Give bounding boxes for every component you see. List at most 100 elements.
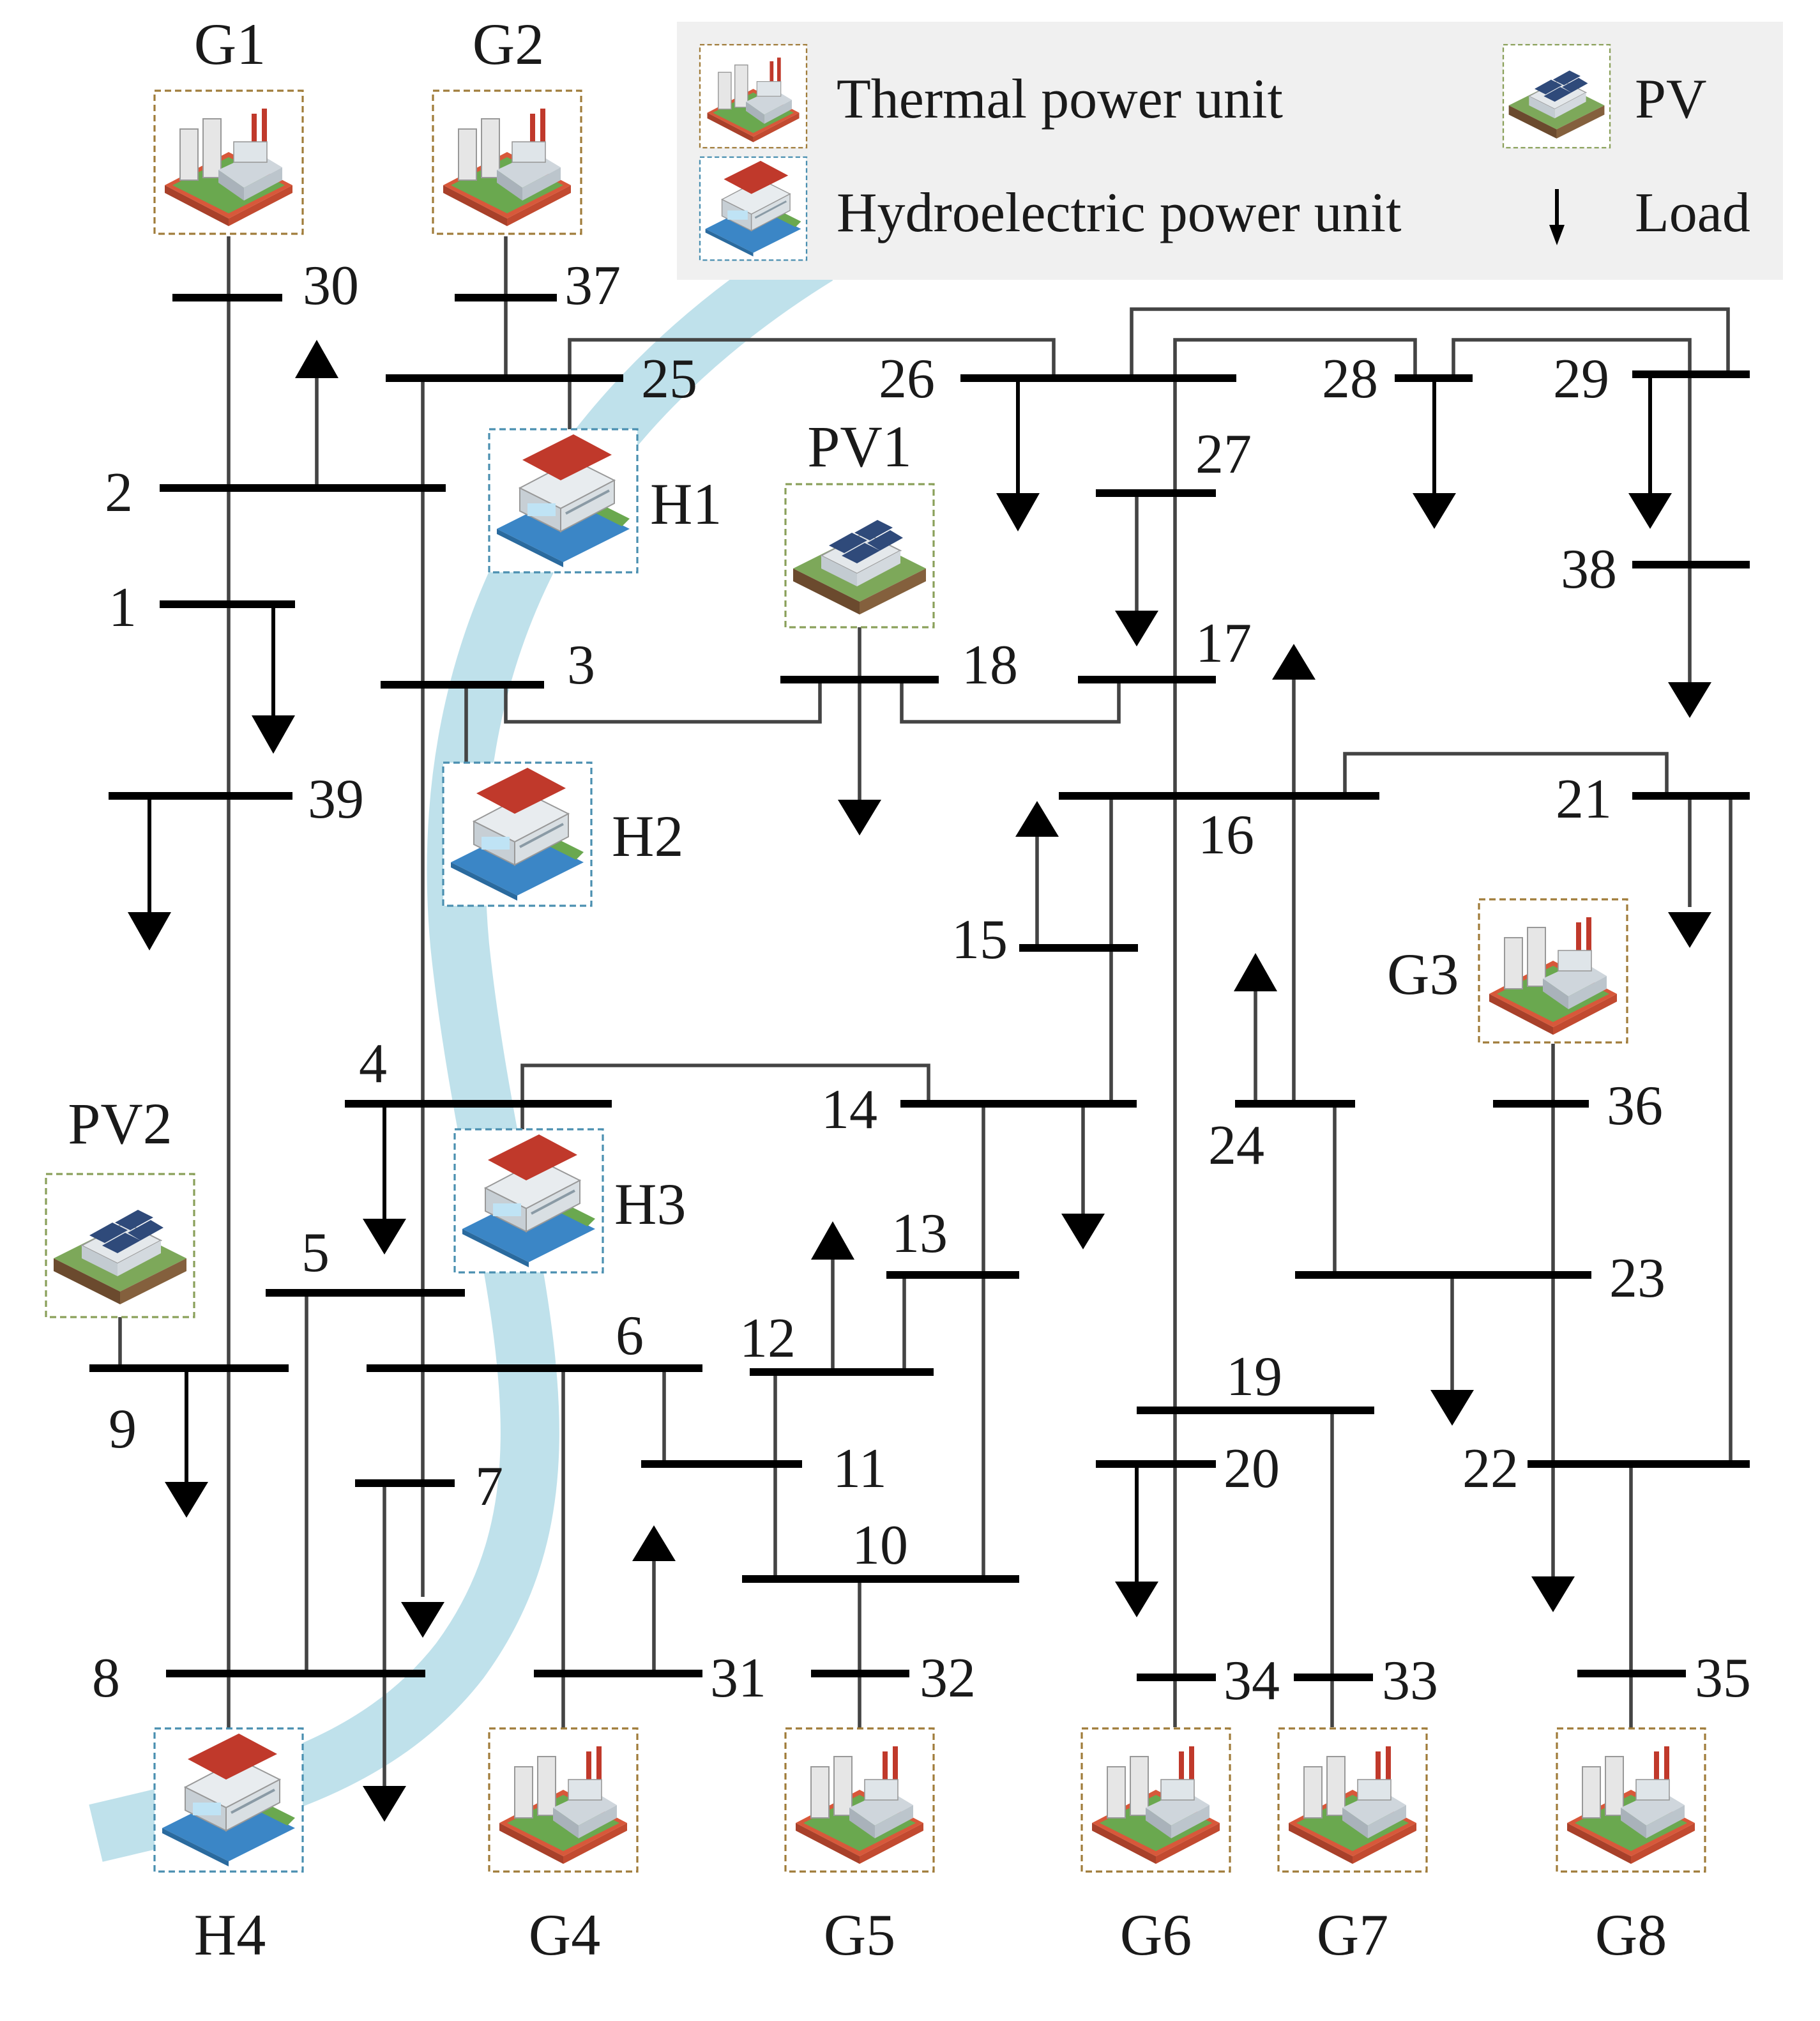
bus-label-11: 11	[833, 1438, 887, 1500]
unit-label-h3: H3	[614, 1171, 686, 1237]
bus-label-13: 13	[891, 1203, 948, 1265]
buses	[89, 294, 1750, 1681]
bus-label-16: 16	[1198, 804, 1254, 866]
thermal-plant-icon	[699, 43, 808, 149]
hydro-plant-icon	[488, 428, 639, 574]
legend-pv-label: PV	[1635, 68, 1707, 130]
bus-label-33: 33	[1382, 1650, 1438, 1712]
load-arrow-icon	[1015, 801, 1059, 837]
bus-label-26: 26	[879, 348, 935, 410]
load-arrow-icon	[1628, 374, 1672, 529]
unit-label-g6: G6	[1120, 1902, 1192, 1967]
bus-label-32: 32	[920, 1647, 976, 1709]
unit-labels: G1 G2 H1 PV1 H2 G3 H3 PV2 H4 G4 G5 G6 G7…	[68, 11, 1667, 1967]
unit-label-g7: G7	[1317, 1902, 1388, 1967]
bus-label-27: 27	[1195, 423, 1252, 485]
transmission-lines	[118, 236, 1733, 1788]
thermal-plant-icon	[1277, 1727, 1428, 1873]
bus-label-5: 5	[301, 1222, 330, 1284]
load-arrow-icon	[1430, 1390, 1474, 1426]
load-arrow-icon	[295, 340, 338, 378]
bus-label-30: 30	[303, 255, 359, 317]
load-arrow-icon	[838, 800, 881, 835]
unit-label-g2: G2	[473, 11, 544, 77]
thermal-plant-icon	[784, 1727, 935, 1873]
load-arrow-icon	[1234, 953, 1277, 991]
loads	[128, 340, 1711, 1822]
load-arrow-icon	[1668, 682, 1711, 718]
load-arrow-icon	[1413, 378, 1456, 529]
unit-label-h4: H4	[194, 1902, 266, 1967]
thermal-plant-icon	[153, 89, 304, 235]
bus-label-17: 17	[1195, 613, 1252, 675]
load-arrow-icon	[1668, 912, 1711, 948]
thermal-plant-icon	[1478, 898, 1628, 1044]
bus-label-38: 38	[1561, 538, 1617, 600]
unit-label-g3: G3	[1387, 942, 1459, 1007]
bus-label-39: 39	[308, 768, 364, 830]
unit-label-g1: G1	[194, 11, 266, 77]
thermal-plant-icon	[1556, 1727, 1706, 1873]
load-arrow-icon	[128, 796, 171, 950]
load-arrow-icon	[632, 1525, 676, 1561]
load-arrow-icon	[165, 1368, 208, 1518]
bus-label-15: 15	[952, 909, 1008, 971]
bus-label-3: 3	[567, 634, 595, 696]
load-arrow-icon	[363, 1104, 406, 1255]
unit-label-h1: H1	[650, 471, 722, 537]
bus-label-4: 4	[359, 1033, 387, 1095]
bus-label-34: 34	[1224, 1650, 1280, 1712]
bus-label-23: 23	[1609, 1247, 1665, 1309]
load-arrow-icon	[1272, 644, 1316, 680]
hydro-plant-icon	[453, 1128, 604, 1274]
thermal-plant-icon	[488, 1727, 639, 1873]
legend: Thermal power unit Hydroelectric power u…	[677, 22, 1783, 280]
bus-label-29: 29	[1553, 348, 1609, 410]
bus-label-22: 22	[1462, 1438, 1519, 1500]
bus-label-28: 28	[1322, 348, 1378, 410]
bus-label-2: 2	[105, 462, 133, 524]
bus-label-9: 9	[109, 1398, 137, 1460]
unit-label-g8: G8	[1595, 1902, 1667, 1967]
bus-label-7: 7	[475, 1456, 503, 1518]
load-arrow-icon	[363, 1786, 406, 1822]
bus-label-31: 31	[710, 1647, 766, 1709]
bus-label-21: 21	[1556, 768, 1612, 830]
legend-hydro-label: Hydroelectric power unit	[837, 182, 1402, 244]
hydro-plant-icon	[442, 761, 593, 907]
unit-label-g4: G4	[529, 1902, 600, 1967]
bus-label-24: 24	[1208, 1115, 1264, 1177]
load-arrow-icon	[996, 378, 1040, 531]
bus-label-8: 8	[92, 1647, 120, 1709]
legend-load-label: Load	[1635, 182, 1750, 244]
bus-label-10: 10	[852, 1514, 908, 1576]
bus-labels: 30 37 25 26 28 29 2 27 38 1 3 18 17 39 1…	[92, 255, 1751, 1712]
bus-label-35: 35	[1695, 1647, 1751, 1709]
bus-label-36: 36	[1607, 1075, 1663, 1137]
solar-plant-icon	[784, 483, 935, 629]
thermal-plant-icon	[432, 89, 582, 235]
bus-label-37: 37	[565, 255, 621, 317]
unit-label-pv2: PV2	[68, 1091, 172, 1156]
load-arrow-icon	[1531, 1576, 1575, 1612]
solar-plant-icon	[45, 1173, 195, 1318]
load-arrow-icon	[1549, 189, 1565, 245]
load-arrow-icon	[811, 1221, 854, 1260]
unit-label-g5: G5	[824, 1902, 895, 1967]
thermal-plant-icon	[1081, 1727, 1231, 1873]
load-arrow-icon	[252, 604, 295, 754]
bus-label-18: 18	[962, 634, 1018, 696]
bus-label-25: 25	[641, 348, 697, 410]
bus-label-12: 12	[739, 1308, 796, 1369]
hydro-plant-icon	[699, 156, 808, 261]
unit-label-h2: H2	[612, 804, 683, 869]
bus-label-6: 6	[616, 1305, 644, 1367]
bus-label-1: 1	[109, 577, 137, 639]
legend-thermal-label: Thermal power unit	[837, 68, 1283, 130]
bus-label-20: 20	[1224, 1438, 1280, 1500]
unit-label-pv1: PV1	[807, 414, 912, 479]
load-arrow-icon	[1115, 611, 1158, 646]
bus-label-14: 14	[821, 1079, 877, 1141]
load-arrow-icon	[1115, 1464, 1158, 1617]
solar-plant-icon	[1502, 43, 1611, 149]
